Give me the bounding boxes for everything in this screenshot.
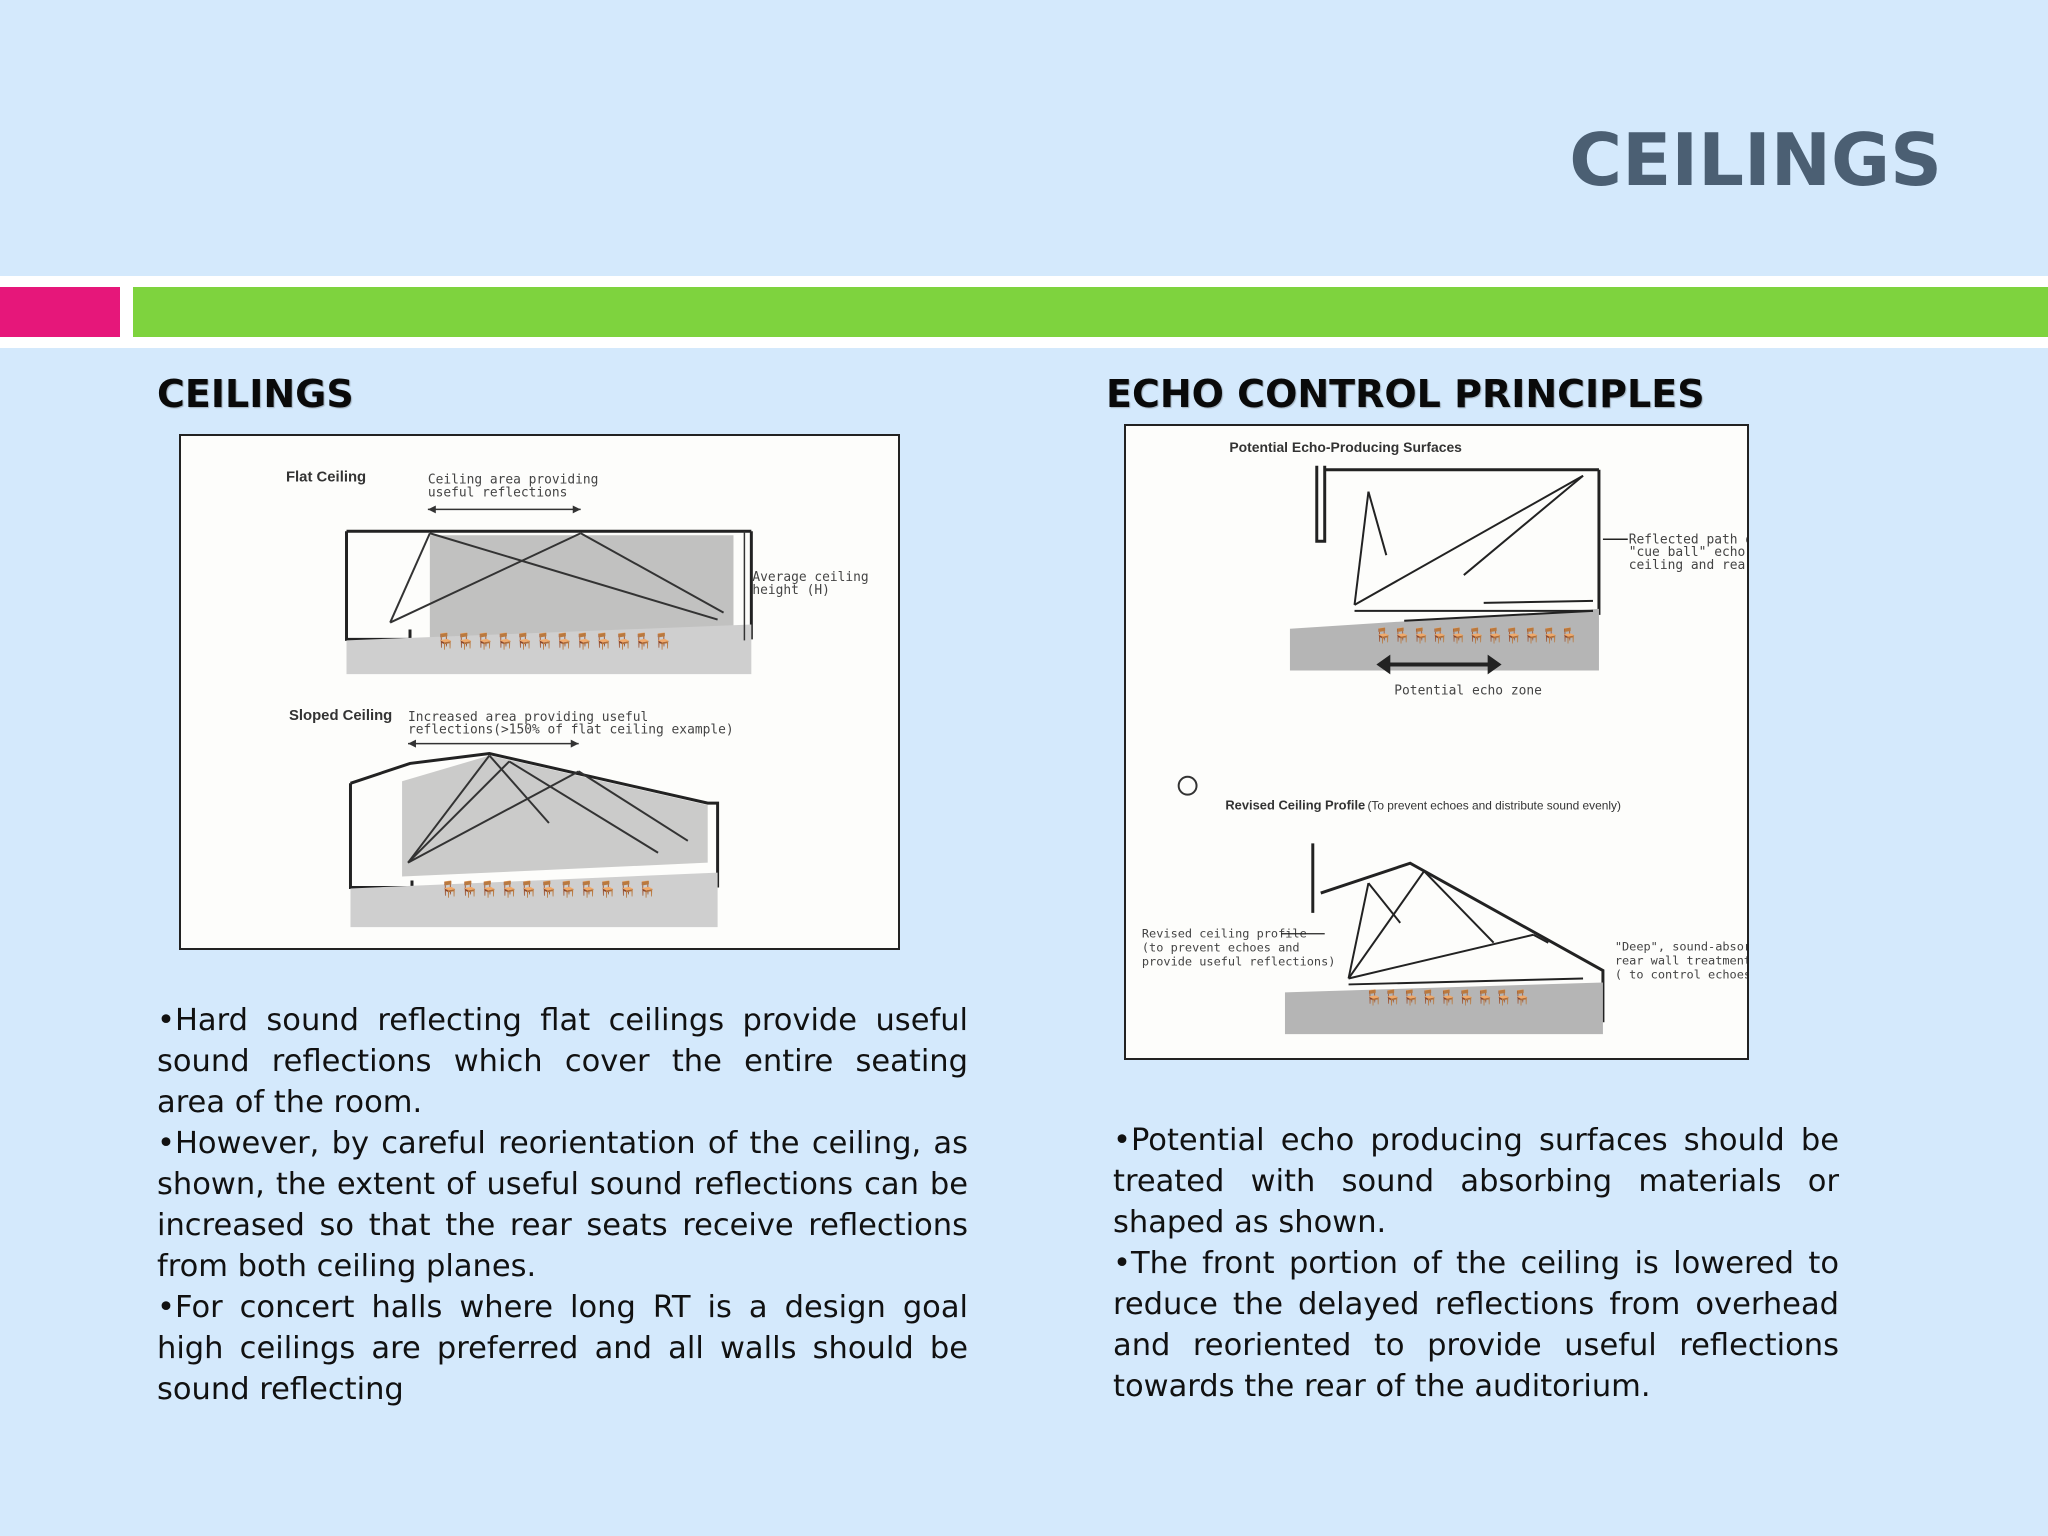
sloped-ceiling-label: Sloped Ceiling <box>289 708 392 724</box>
right-bullet-1: •Potential echo producing surfaces shoul… <box>1113 1123 1839 1240</box>
path-note-3: ceiling and rear w <box>1629 558 1747 573</box>
accent-bar-pink <box>0 287 120 337</box>
right-heading: ECHO CONTROL PRINCIPLES <box>1106 372 1705 416</box>
height-note-2: height (H) <box>752 583 830 598</box>
flat-ceiling-label: Flat Ceiling <box>286 470 366 486</box>
sloped-area-note-2: reflections(>150% of flat ceiling exampl… <box>408 723 734 738</box>
svg-text:🪑🪑🪑🪑🪑🪑🪑🪑🪑🪑🪑🪑: 🪑🪑🪑🪑🪑🪑🪑🪑🪑🪑🪑🪑 <box>436 631 673 650</box>
rear-note: "Deep", sound-absorbi <box>1615 940 1747 954</box>
right-bullet-2: •The front portion of the ceiling is low… <box>1113 1246 1839 1404</box>
sloped-area-note: Increased area providing useful <box>408 710 648 725</box>
rear-note-2: rear wall treatment <box>1615 954 1747 968</box>
revised-note-2: (to prevent echoes and <box>1142 941 1300 955</box>
accent-bar-green <box>133 287 2048 337</box>
slide-title: CEILINGS <box>1569 118 1942 202</box>
left-bullet-1: •Hard sound reflecting flat ceilings pro… <box>157 1003 968 1120</box>
svg-text:🪑🪑🪑🪑🪑🪑🪑🪑🪑: 🪑🪑🪑🪑🪑🪑🪑🪑🪑 <box>1364 988 1531 1006</box>
ceiling-diagram: Flat Ceiling Ceiling area providing usef… <box>179 434 900 950</box>
flat-area-note-2: useful reflections <box>428 486 568 501</box>
left-bullet-3: •For concert halls where long RT is a de… <box>157 1290 968 1407</box>
revised-label: Revised Ceiling Profile <box>1225 798 1365 813</box>
revised-note-3: provide useful reflections) <box>1142 955 1336 969</box>
right-body-text: •Potential echo producing surfaces shoul… <box>1113 1120 1839 1407</box>
left-body-text: •Hard sound reflecting flat ceilings pro… <box>157 1000 968 1410</box>
revised-sub: (To prevent echoes and distribute sound … <box>1367 799 1621 813</box>
path-note: Reflected path o <box>1629 532 1747 547</box>
rear-note-3: ( to control echoes) <box>1615 967 1747 981</box>
path-note-2: "cue ball" echo fro <box>1629 545 1747 560</box>
flat-area-note: Ceiling area providing <box>428 473 599 488</box>
height-note: Average ceiling <box>752 570 868 585</box>
echo-control-diagram: Potential Echo-Producing Surfaces 🪑🪑🪑🪑🪑🪑… <box>1124 424 1749 1060</box>
echo-top-label: Potential Echo-Producing Surfaces <box>1229 439 1462 455</box>
left-heading: CEILINGS <box>157 372 354 416</box>
left-bullet-2: •However, by careful reorientation of th… <box>157 1126 968 1284</box>
revised-note: Revised ceiling profile <box>1142 927 1307 941</box>
svg-text:🪑🪑🪑🪑🪑🪑🪑🪑🪑🪑🪑: 🪑🪑🪑🪑🪑🪑🪑🪑🪑🪑🪑 <box>1374 627 1578 645</box>
svg-text:🪑🪑🪑🪑🪑🪑🪑🪑🪑🪑🪑: 🪑🪑🪑🪑🪑🪑🪑🪑🪑🪑🪑 <box>440 879 657 898</box>
echo-zone-label: Potential echo zone <box>1394 683 1542 698</box>
